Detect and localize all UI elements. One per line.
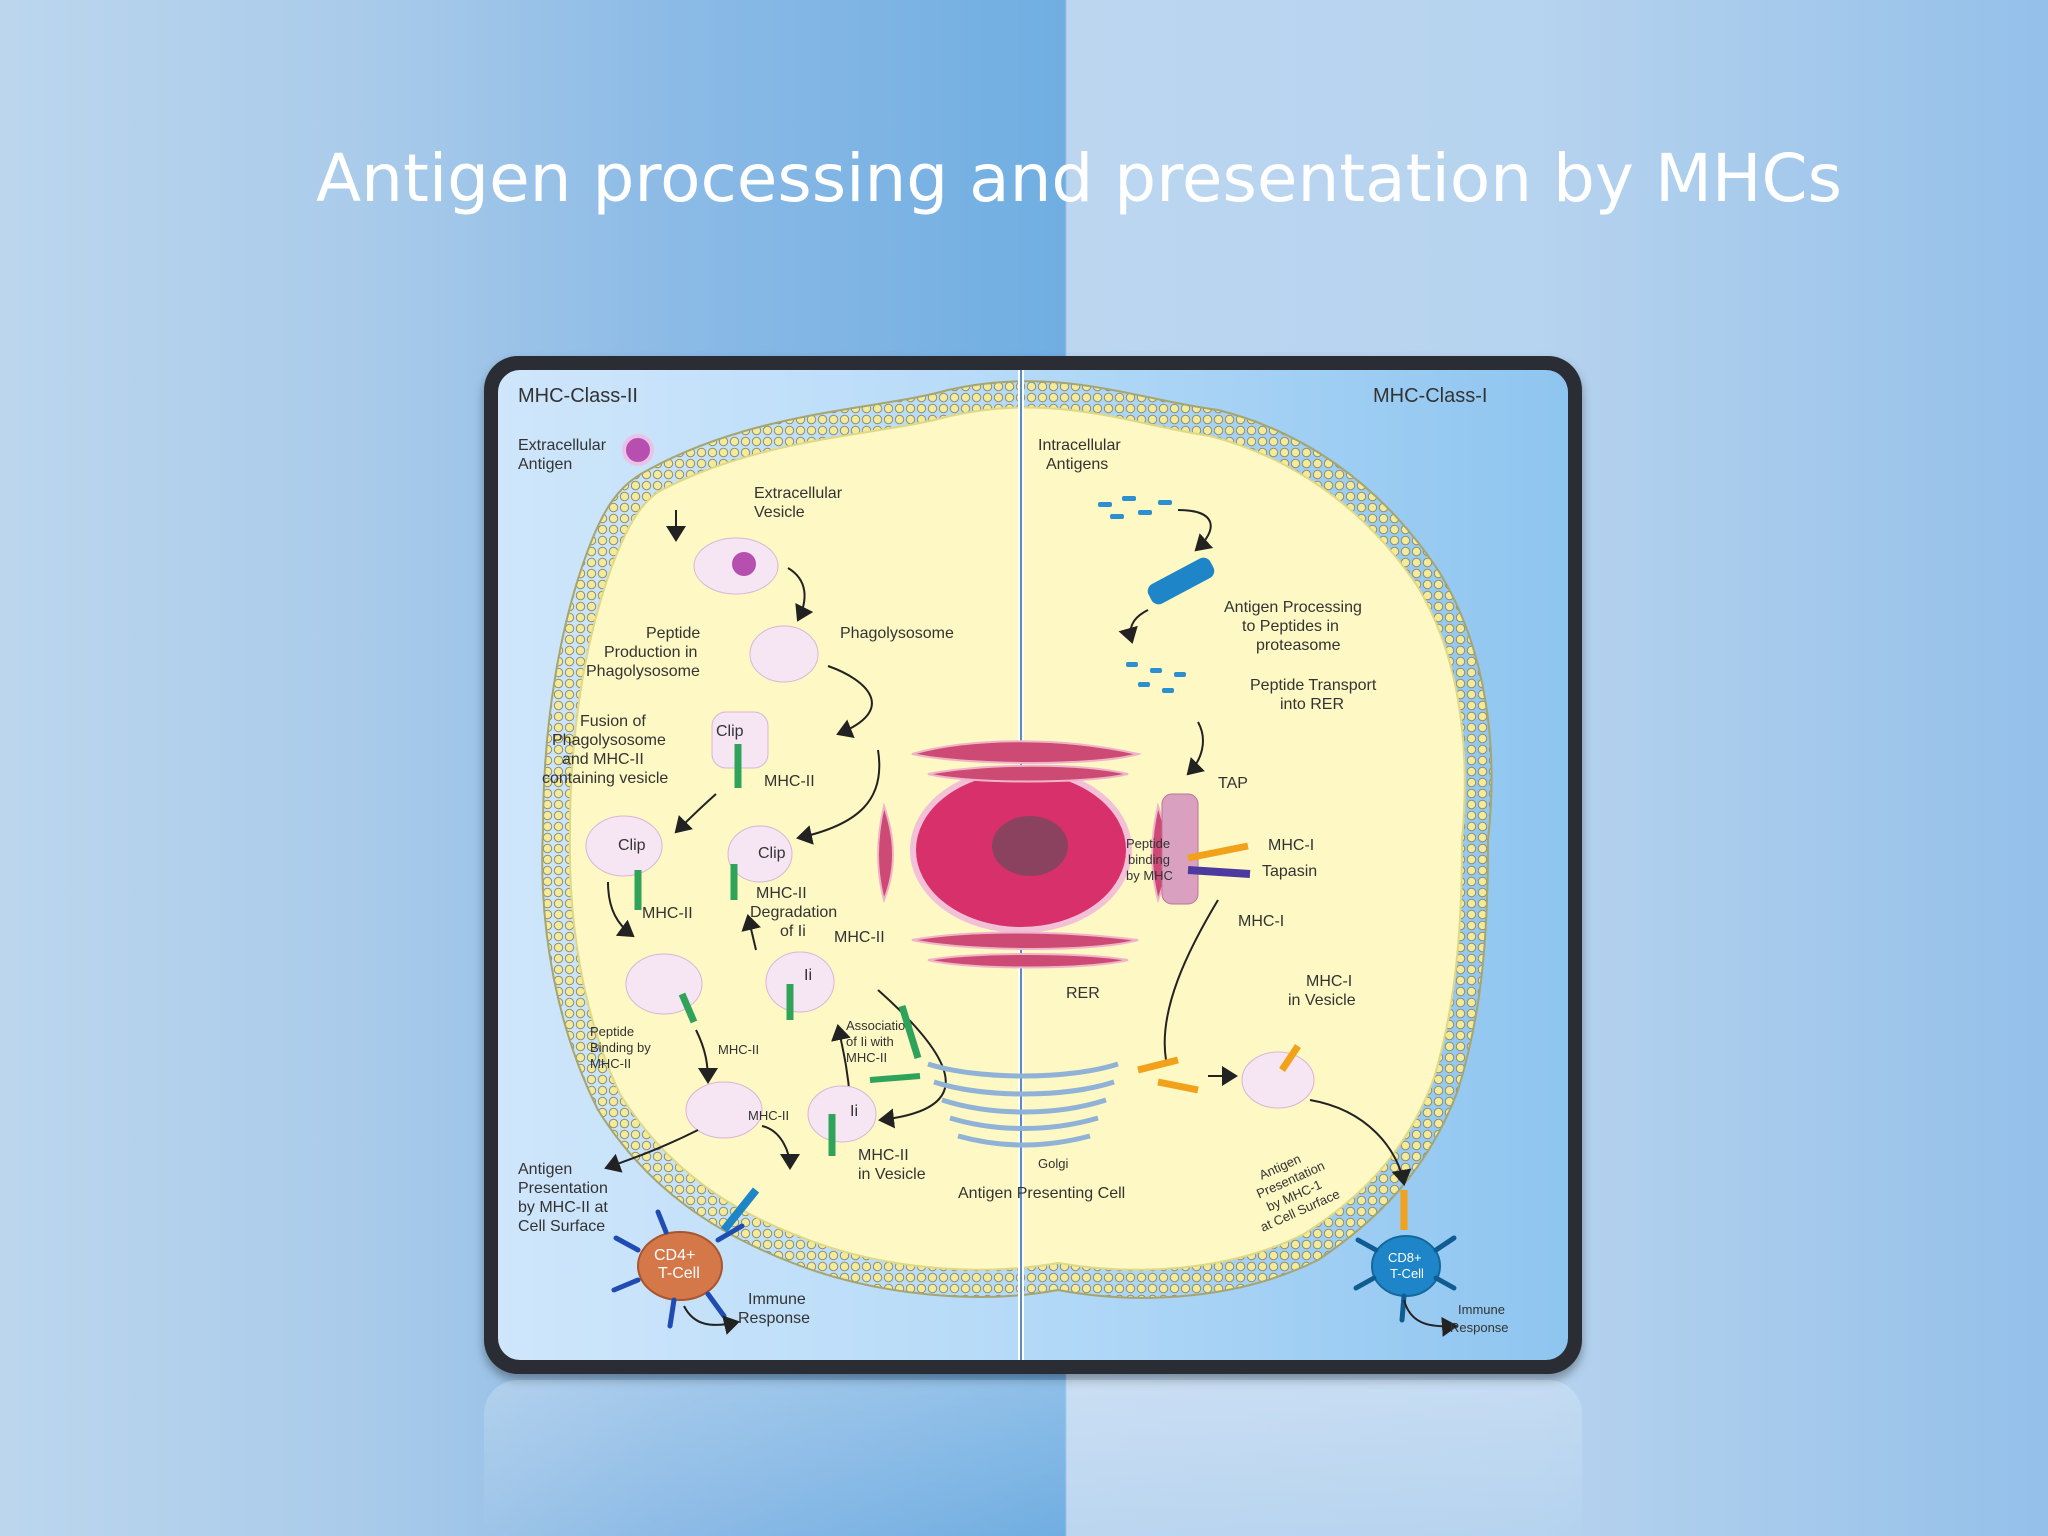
label-peptide-binding-ii-3: MHC-II bbox=[590, 1056, 631, 1071]
label-antigen-presentation-ii-2: Presentation bbox=[518, 1180, 608, 1197]
label-clip-2: Clip bbox=[618, 837, 646, 854]
label-immune-response-i-1: Immune bbox=[1458, 1302, 1505, 1317]
label-mhc-ii-vesicle-2: in Vesicle bbox=[858, 1166, 926, 1183]
antigen-fragments-icon bbox=[1098, 496, 1172, 519]
proteasome-icon bbox=[1147, 557, 1215, 605]
cd8-t-cell-icon bbox=[1353, 1190, 1457, 1323]
label-cd4-2: T-Cell bbox=[658, 1265, 700, 1282]
extracellular-antigen-icon bbox=[622, 434, 654, 466]
class-ii-header: MHC-Class-II bbox=[518, 385, 638, 407]
label-peptide-production-3: Phagolysosome bbox=[586, 663, 700, 680]
label-proteasome-3: proteasome bbox=[1256, 637, 1341, 654]
cd4-t-cell-icon bbox=[611, 1187, 760, 1329]
label-extracellular-vesicle-1: Extracellular bbox=[754, 485, 843, 502]
peptide-binding-vesicle-icon bbox=[625, 953, 703, 1015]
label-peptide-production-2: Production in bbox=[604, 644, 697, 661]
label-immune-response-i-2: Response bbox=[1450, 1320, 1509, 1335]
frame-reflection bbox=[484, 1380, 1582, 1536]
label-peptide-binding-mhc-3: by MHC bbox=[1126, 868, 1173, 883]
label-tap: TAP bbox=[1218, 775, 1248, 792]
label-extracellular-antigen-2: Antigen bbox=[518, 456, 572, 473]
label-extracellular-antigen-1: Extracellular bbox=[518, 437, 607, 454]
label-fusion-2: Phagolysosome bbox=[552, 732, 666, 749]
rer-icon bbox=[877, 740, 1168, 969]
label-antigen-presentation-ii-4: Cell Surface bbox=[518, 1218, 605, 1235]
label-cd8-2: T-Cell bbox=[1390, 1266, 1424, 1281]
label-intracellular-antigens-1: Intracellular bbox=[1038, 437, 1121, 454]
label-extracellular-vesicle-2: Vesicle bbox=[754, 504, 805, 521]
label-degradation-3: of Ii bbox=[780, 923, 806, 940]
label-fusion-3: and MHC-II bbox=[562, 751, 644, 768]
diagram-panel: MHC-Class-II MHC-Class-I Extracellular A… bbox=[498, 370, 1568, 1360]
label-mhc-ii-2: MHC-II bbox=[642, 905, 693, 922]
label-fusion-4: containing vesicle bbox=[542, 770, 668, 787]
label-degradation-1: MHC-II bbox=[756, 885, 807, 902]
label-clip-3: Clip bbox=[758, 845, 786, 862]
presentation-vesicle-icon bbox=[685, 1081, 763, 1139]
label-mhc-ii-4: MHC-II bbox=[718, 1042, 759, 1057]
label-phagolysosome: Phagolysosome bbox=[840, 625, 954, 642]
ii-vesicle-icon bbox=[765, 951, 835, 1013]
label-fusion-1: Fusion of bbox=[580, 713, 646, 730]
label-proteasome-1: Antigen Processing bbox=[1224, 599, 1362, 616]
label-mhc-ii-1: MHC-II bbox=[764, 773, 815, 790]
peptide-fragments-icon bbox=[1126, 662, 1186, 693]
label-immune-response-ii-1: Immune bbox=[748, 1291, 806, 1308]
mhc-ii-vesicle-icon bbox=[807, 1085, 877, 1143]
label-association-3: MHC-II bbox=[846, 1050, 887, 1065]
phagolysosome-icon bbox=[749, 625, 819, 683]
label-ii-2: Ii bbox=[850, 1103, 858, 1120]
label-association-2: of Ii with bbox=[846, 1034, 894, 1049]
golgi-icon bbox=[927, 1061, 1119, 1148]
label-mhc-i-1: MHC-I bbox=[1268, 837, 1314, 854]
label-mhc-i-vesicle-2: in Vesicle bbox=[1288, 992, 1356, 1009]
label-mhc-ii-3: MHC-II bbox=[834, 929, 885, 946]
label-degradation-2: Degradation bbox=[750, 904, 837, 921]
label-intracellular-antigens-2: Antigens bbox=[1046, 456, 1108, 473]
label-mhc-i-vesicle-1: MHC-I bbox=[1306, 973, 1352, 990]
label-peptide-binding-mhc-1: Peptide bbox=[1126, 836, 1170, 851]
label-cd4-1: CD4+ bbox=[654, 1247, 695, 1264]
label-immune-response-ii-2: Response bbox=[738, 1310, 810, 1327]
label-peptide-production-1: Peptide bbox=[646, 625, 700, 642]
label-proteasome-2: to Peptides in bbox=[1242, 618, 1339, 635]
label-peptide-binding-mhc-2: binding bbox=[1128, 852, 1170, 867]
mhc-i-vesicle-icon bbox=[1241, 1051, 1315, 1109]
label-golgi: Golgi bbox=[1038, 1156, 1068, 1171]
label-rer: RER bbox=[1066, 985, 1100, 1002]
label-cd8-1: CD8+ bbox=[1388, 1250, 1422, 1265]
antigen-presentation-diagram: MHC-Class-II MHC-Class-I Extracellular A… bbox=[518, 370, 1509, 1360]
diagram-frame: MHC-Class-II MHC-Class-I Extracellular A… bbox=[484, 356, 1582, 1374]
label-ii-1: Ii bbox=[804, 967, 812, 984]
class-i-header: MHC-Class-I bbox=[1373, 385, 1487, 407]
label-peptide-transport-1: Peptide Transport bbox=[1250, 677, 1377, 694]
label-apc: Antigen Presenting Cell bbox=[958, 1185, 1125, 1202]
clip-vesicle-right-icon bbox=[727, 825, 793, 883]
label-association-1: Association bbox=[846, 1018, 912, 1033]
label-peptide-transport-2: into RER bbox=[1280, 696, 1344, 713]
label-tapasin: Tapasin bbox=[1262, 863, 1317, 880]
label-mhc-ii-vesicle-1: MHC-II bbox=[858, 1147, 909, 1164]
label-peptide-binding-ii-2: Binding by bbox=[590, 1040, 651, 1055]
clip-vesicle-left-icon bbox=[585, 815, 663, 877]
rer-cisterna-icon bbox=[1161, 793, 1199, 905]
label-antigen-presentation-ii-1: Antigen bbox=[518, 1161, 572, 1178]
label-mhc-ii-5: MHC-II bbox=[748, 1108, 789, 1123]
label-peptide-binding-ii-1: Peptide bbox=[590, 1024, 634, 1039]
slide-title: Antigen processing and presentation by M… bbox=[315, 140, 1843, 217]
label-clip-1: Clip bbox=[716, 723, 744, 740]
label-mhc-i-2: MHC-I bbox=[1238, 913, 1284, 930]
label-antigen-presentation-ii-3: by MHC-II at bbox=[518, 1199, 608, 1216]
